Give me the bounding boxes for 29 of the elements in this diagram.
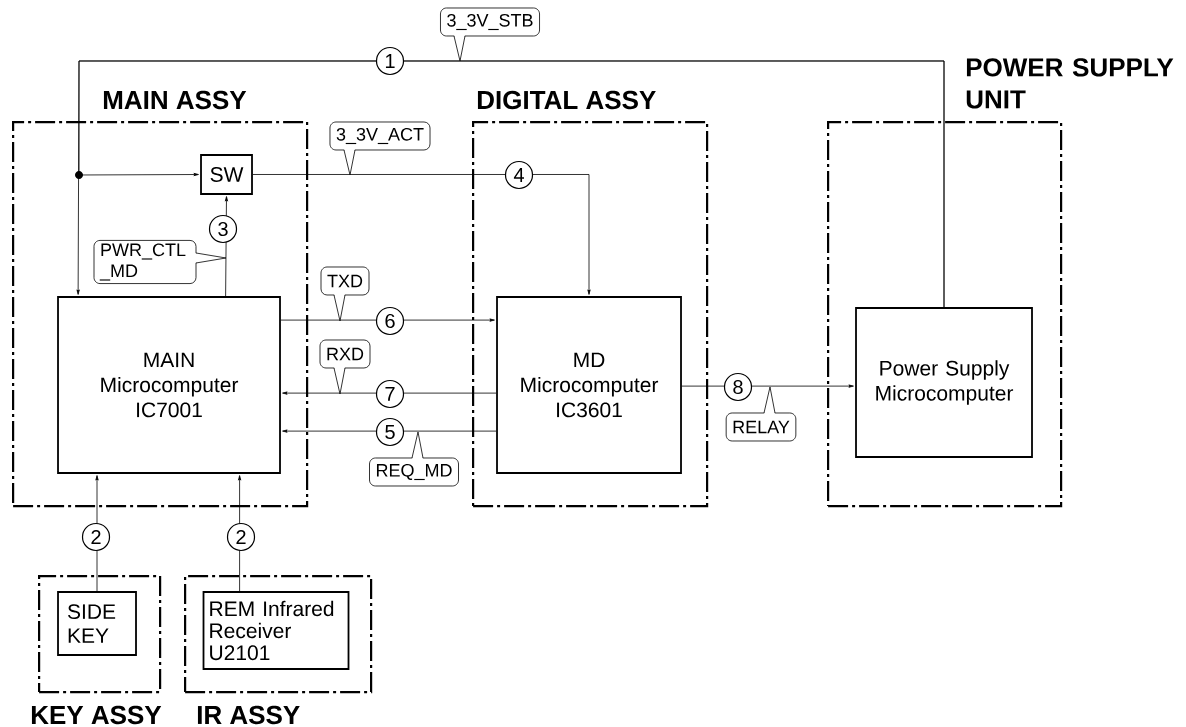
- callout-number: 4: [504, 160, 534, 190]
- block-box: MD Microcomputer IC3601: [496, 296, 682, 474]
- switch-box: SW: [200, 154, 253, 195]
- block-box: MAIN Microcomputer IC7001: [57, 296, 281, 474]
- assembly-heading: DIGITAL ASSY: [477, 90, 656, 110]
- callout-label: 3_3V_STB: [440, 7, 540, 62]
- block-box: REM Infrared Receiver U2101: [202, 591, 350, 670]
- assembly-heading: MAIN ASSY: [103, 90, 247, 110]
- block-box: SIDE KEY: [57, 591, 137, 656]
- assembly-heading: POWER SUPPLY UNIT: [966, 58, 1174, 109]
- callout-number: 7: [375, 379, 405, 409]
- block-box: Power Supply Microcomputer: [855, 307, 1033, 458]
- callout-number: 2: [226, 522, 256, 552]
- callout-number: 1: [375, 46, 405, 76]
- callout-number: 6: [375, 306, 405, 336]
- callout-label: PWR_CTL _MD: [93, 240, 227, 284]
- callout-number: 3: [208, 214, 238, 244]
- callout-number: 2: [81, 522, 111, 552]
- callout-number: 8: [723, 372, 753, 402]
- callout-label: 3_3V_ACT: [329, 121, 431, 176]
- assembly-heading: IR ASSY: [197, 705, 300, 725]
- connector-arrow: [282, 391, 497, 395]
- callout-label: TXD: [320, 266, 370, 322]
- connector-arrow: [252, 174, 591, 295]
- connector-arrow: [280, 318, 495, 322]
- callout-number: 5: [375, 417, 405, 447]
- connector-arrow: [282, 429, 497, 433]
- assembly-heading: KEY ASSY: [31, 705, 162, 725]
- callout-label: RXD: [319, 339, 371, 395]
